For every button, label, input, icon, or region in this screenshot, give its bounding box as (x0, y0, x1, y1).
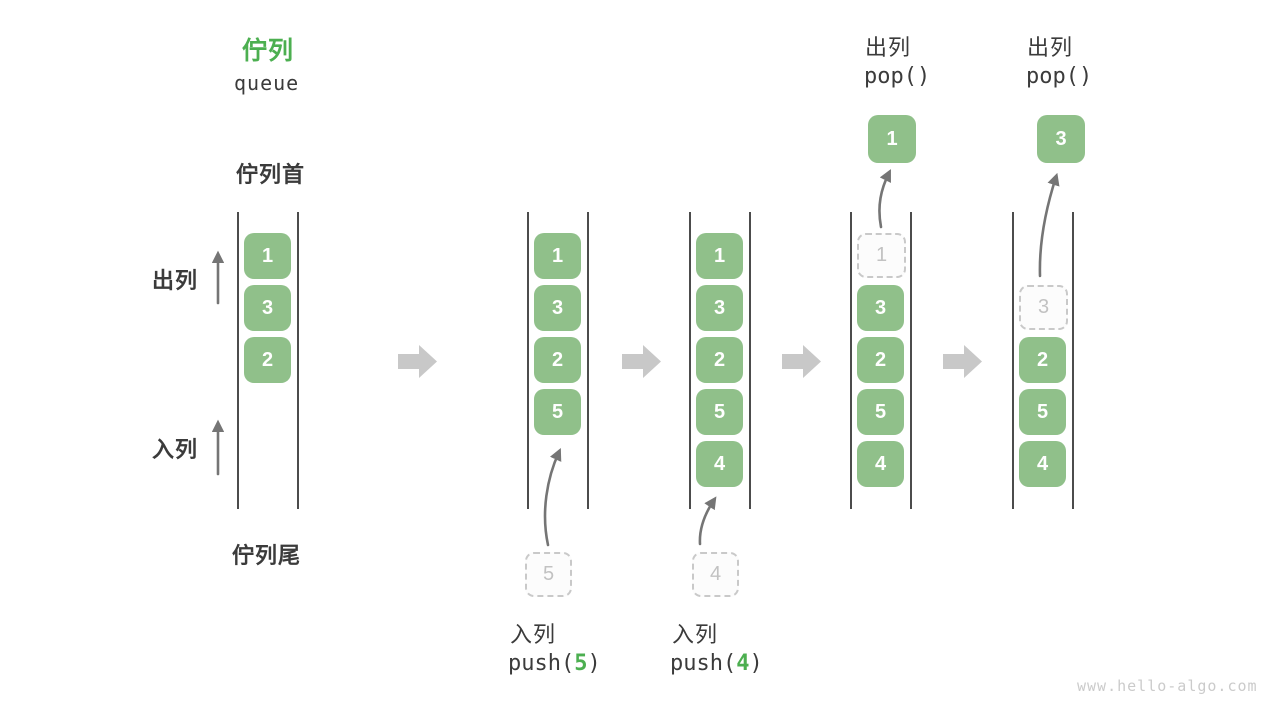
dequeue-arrow-state-4 (878, 169, 891, 229)
queue-wall-left-state-4 (850, 212, 852, 509)
queue-item-1: 1 (534, 233, 581, 279)
enqueue-op-code-state-3: push(4) (670, 651, 763, 676)
queue-item-3: 3 (534, 285, 581, 331)
dequeue-op-code-state-4: pop() (864, 64, 931, 89)
popped-item-1: 1 (868, 115, 916, 163)
op-argument: 4 (736, 651, 750, 676)
dequeue-op-label-state-4: 出列 (865, 35, 912, 60)
staged-item-5: 5 (525, 552, 572, 597)
queue-rear-label: 佇列尾 (232, 543, 302, 568)
enqueue-arrow-state-3 (698, 496, 717, 546)
staged-item-4: 4 (692, 552, 739, 597)
queue-item-ghost-1: 1 (857, 233, 906, 278)
queue-item-3: 3 (696, 285, 743, 331)
queue-item-1: 1 (244, 233, 291, 279)
enqueue-side-label: 入列 (152, 437, 199, 462)
queue-item-4: 4 (1019, 441, 1066, 487)
queue-front-label: 佇列首 (236, 162, 306, 187)
queue-wall-left-state-3 (689, 212, 691, 509)
queue-item-2: 2 (696, 337, 743, 383)
queue-item-5: 5 (696, 389, 743, 435)
queue-item-4: 4 (696, 441, 743, 487)
queue-item-3: 3 (857, 285, 904, 331)
state-transition-arrow-4 (943, 345, 982, 378)
queue-item-3: 3 (244, 285, 291, 331)
queue-item-1: 1 (696, 233, 743, 279)
watermark: www.hello-algo.com (1077, 677, 1258, 695)
popped-item-3: 3 (1037, 115, 1085, 163)
state-transition-arrow-1 (398, 345, 437, 378)
queue-wall-left-state-2 (527, 212, 529, 509)
queue-item-2: 2 (534, 337, 581, 383)
queue-wall-right-state-3 (749, 212, 751, 509)
diagram-title-en: queue (234, 71, 300, 95)
diagram-title-zh: 佇列 (242, 37, 295, 65)
dequeue-arrow-state-5 (1038, 172, 1060, 278)
queue-item-5: 5 (1019, 389, 1066, 435)
queue-wall-left-state-5 (1012, 212, 1014, 509)
queue-item-4: 4 (857, 441, 904, 487)
dequeue-side-label: 出列 (152, 268, 199, 293)
queue-item-5: 5 (534, 389, 581, 435)
queue-item-2: 2 (857, 337, 904, 383)
state-transition-arrow-2 (622, 345, 661, 378)
queue-item-2: 2 (1019, 337, 1066, 383)
queue-wall-right-state-4 (910, 212, 912, 509)
enqueue-op-label-state-2: 入列 (510, 622, 557, 647)
enqueue-op-code-state-2: push(5) (508, 651, 601, 676)
queue-item-ghost-3: 3 (1019, 285, 1068, 330)
state-transition-arrow-3 (782, 345, 821, 378)
queue-wall-left-state-1 (237, 212, 239, 509)
queue-wall-right-state-5 (1072, 212, 1074, 509)
queue-wall-right-state-1 (297, 212, 299, 509)
queue-wall-right-state-2 (587, 212, 589, 509)
queue-item-2: 2 (244, 337, 291, 383)
dequeue-op-code-state-5: pop() (1026, 64, 1093, 89)
op-argument: 5 (574, 651, 588, 676)
dequeue-op-label-state-5: 出列 (1027, 35, 1074, 60)
enqueue-op-label-state-3: 入列 (672, 622, 719, 647)
enqueue-arrow-state-2 (543, 448, 562, 547)
queue-item-5: 5 (857, 389, 904, 435)
